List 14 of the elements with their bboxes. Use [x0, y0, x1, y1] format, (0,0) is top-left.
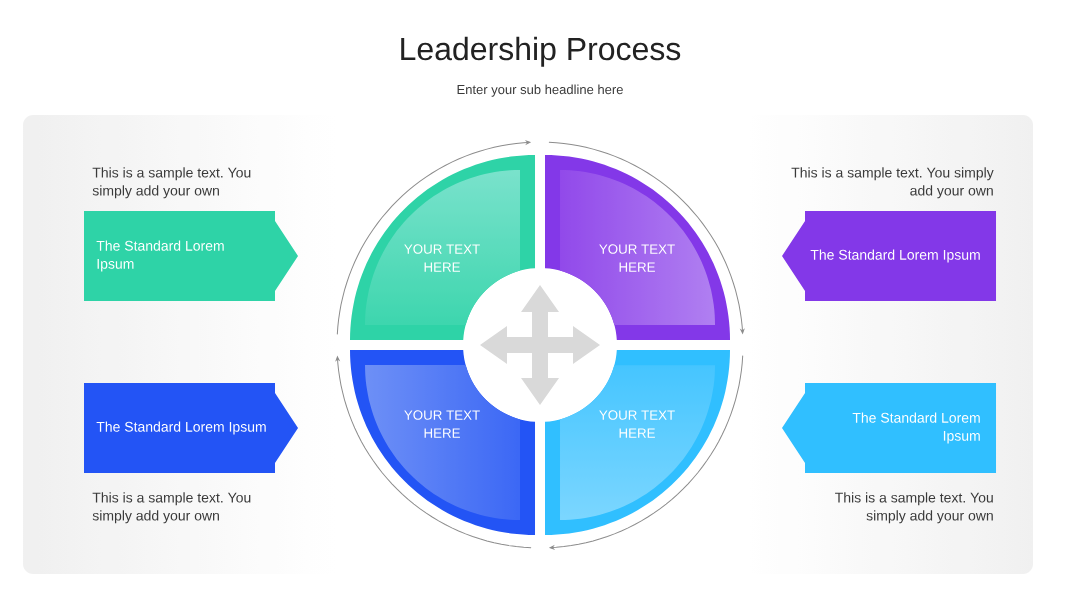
quadrant-segment: YOUR TEXT HERE	[545, 155, 730, 340]
description-text: This is a sample text. You simply add your own	[92, 167, 251, 199]
arrow-box: The Standard Lorem Ipsum	[84, 383, 298, 473]
arrow-box: The Standard Lorem Ipsum	[782, 383, 996, 473]
quadrant-segment: YOUR TEXT HERE	[545, 350, 730, 535]
quadrant-segment: YOUR TEXT HERE	[350, 155, 535, 340]
title: Leadership Process	[401, 36, 681, 67]
arrow-box: The Standard Lorem Ipsum	[782, 211, 996, 301]
subtitle: Enter your sub headline here	[457, 84, 623, 97]
description-text: This is a sample text. You simply add your own	[92, 492, 251, 524]
description-text: This is a sample text. You simply add your own	[835, 492, 993, 524]
arrow-box: The Standard Lorem Ipsum	[84, 211, 298, 301]
description-text: This is a sample text. You simply add your own	[791, 167, 994, 199]
quadrant-segment: YOUR TEXT HERE	[350, 350, 535, 535]
